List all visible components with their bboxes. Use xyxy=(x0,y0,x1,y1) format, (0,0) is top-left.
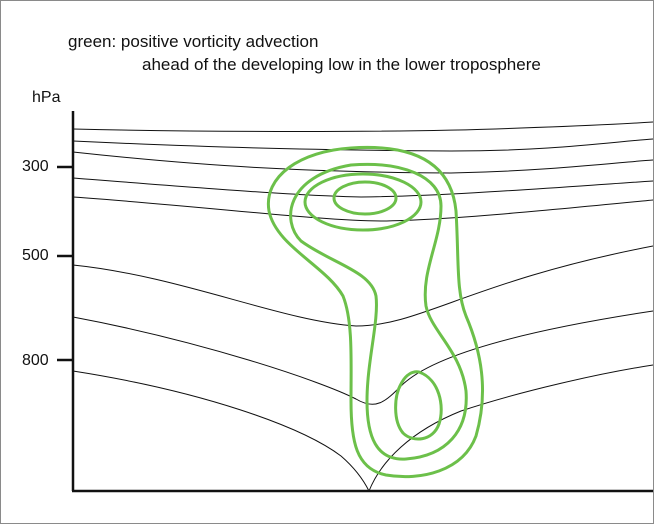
isentrope-2 xyxy=(72,138,653,152)
tick-label-800: 800 xyxy=(22,352,49,369)
isentrope-3 xyxy=(72,151,653,174)
axis-unit: hPa xyxy=(32,89,61,106)
contour-lower xyxy=(394,370,443,441)
caption-line-1: green: positive vorticity advection xyxy=(68,32,319,51)
isentrope-6 xyxy=(72,245,653,327)
tick-label-300: 300 xyxy=(22,158,49,175)
isentrope-4 xyxy=(72,177,653,198)
caption-line-2: ahead of the developing low in the lower… xyxy=(142,55,541,74)
contour-second xyxy=(289,162,468,461)
isentrope-7 xyxy=(72,310,653,405)
tick-label-500: 500 xyxy=(22,247,49,264)
contour-third xyxy=(303,172,423,232)
isentrope-1 xyxy=(72,121,653,132)
contour-inner xyxy=(332,180,398,216)
isentrope-8 xyxy=(72,370,370,492)
isentrope-5 xyxy=(72,196,653,222)
contour-outer xyxy=(266,145,485,479)
isentrope-9 xyxy=(368,364,653,492)
